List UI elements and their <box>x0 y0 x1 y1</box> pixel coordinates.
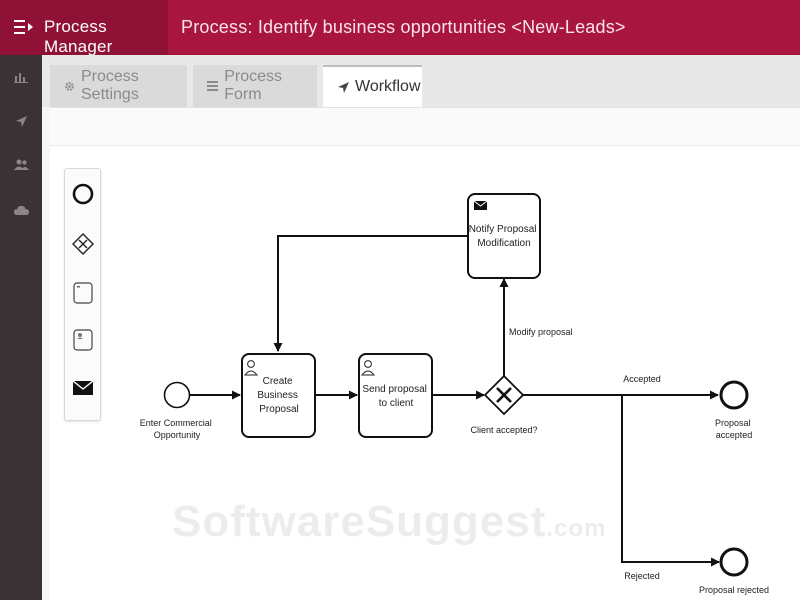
task-notify-proposal-modification[interactable]: Notify Proposal Modification <box>467 193 541 279</box>
users-icon[interactable] <box>12 156 30 174</box>
app-title: Process Manager <box>44 17 113 56</box>
gear-icon <box>64 80 75 92</box>
tab-bar: Process Settings Process Form Workflow <box>42 55 800 107</box>
tab-process-settings[interactable]: Process Settings <box>50 65 187 107</box>
flow-notify-to-create[interactable] <box>273 235 468 352</box>
tab-label: Workflow <box>355 78 421 95</box>
top-bar: Process Manager Process: Identify busine… <box>0 0 800 56</box>
chart-icon[interactable] <box>12 68 30 86</box>
rocket-icon[interactable] <box>12 112 30 130</box>
user-icon <box>243 360 259 376</box>
arrow-icon <box>337 81 349 93</box>
message-event-icon[interactable] <box>71 376 95 400</box>
menu-toggle-icon[interactable] <box>14 19 34 35</box>
flow-label-accepted: Accepted <box>623 374 661 384</box>
watermark: SoftwareSuggest.com <box>172 497 606 547</box>
end-event-rejected[interactable] <box>719 547 749 577</box>
svg-text:Notify Proposal Modifica: Notify Proposal Modification <box>469 224 540 249</box>
tab-label: Process Form <box>224 68 282 103</box>
sequence-flows <box>190 235 720 567</box>
tab-process-form[interactable]: Process Form <box>193 65 317 107</box>
svg-text:Send proposal to client: Send proposal to client <box>362 384 429 409</box>
task-create-business-proposal[interactable]: Create Business Proposal <box>241 353 316 438</box>
flow-rejected[interactable] <box>621 395 720 567</box>
watermark-suffix: .com <box>546 515 607 542</box>
list-icon <box>207 80 219 92</box>
end-accepted-label: Proposal accepted <box>715 418 753 440</box>
sidebar <box>0 55 42 600</box>
watermark-main: SoftwareSuggest <box>172 497 547 546</box>
user-task-icon[interactable] <box>71 328 95 352</box>
end-event-accepted[interactable] <box>719 380 749 410</box>
task-send-proposal[interactable]: Send proposal to client <box>358 353 433 438</box>
page-title: Process: Identify business opportunities… <box>181 17 626 37</box>
tab-label: Process Settings <box>81 68 139 103</box>
gateway-diamond-icon[interactable] <box>71 232 95 256</box>
start-event-label: Enter Commercial Opportunity <box>140 418 215 440</box>
gateway-label: Client accepted? <box>470 425 537 435</box>
flow-label-rejected: Rejected <box>624 571 660 581</box>
gateway-client-accepted[interactable] <box>483 374 525 416</box>
tab-workflow[interactable]: Workflow <box>323 65 422 107</box>
envelope-icon <box>473 200 488 210</box>
main-content: Process Settings Process Form Workflow <box>42 55 800 600</box>
task-icon[interactable] <box>71 281 95 305</box>
end-rejected-label: Proposal rejected <box>699 585 769 595</box>
svg-text:Create Business Pr: Create Business Proposal <box>257 376 300 415</box>
event-circle-icon[interactable] <box>71 182 95 206</box>
shape-palette <box>64 168 101 421</box>
app-header: Process Manager <box>0 0 168 56</box>
canvas-toolbar-band <box>50 108 800 146</box>
cloud-icon[interactable] <box>12 201 30 219</box>
flow-label-modify: Modify proposal <box>509 327 573 337</box>
user-icon <box>360 360 376 376</box>
start-event[interactable] <box>163 381 191 409</box>
